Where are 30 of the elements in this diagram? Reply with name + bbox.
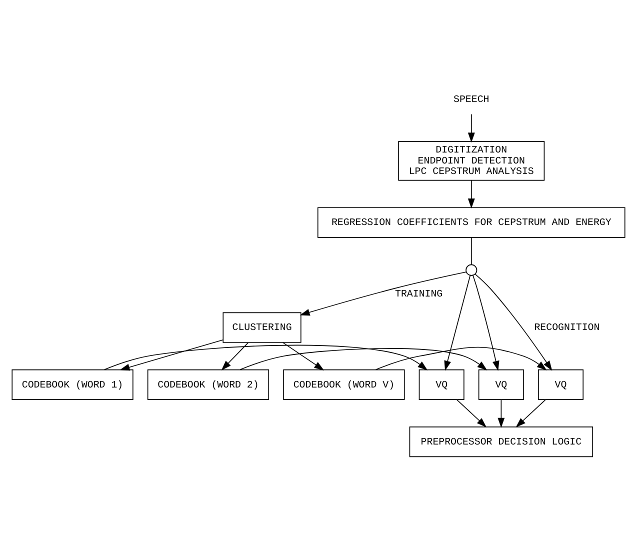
arrow <box>468 179 475 208</box>
arrow <box>300 271 466 316</box>
node-box: VQ <box>418 368 464 400</box>
arrow <box>240 348 488 370</box>
node-switch <box>466 264 478 276</box>
node-box: CODEBOOK (WORD V) <box>283 368 405 400</box>
node-box: CODEBOOK (WORD 2) <box>147 368 270 400</box>
arrow <box>282 342 324 370</box>
arrow <box>104 344 428 370</box>
node-box: CODEBOOK (WORD 1) <box>12 368 134 400</box>
edge-label: TRAINING <box>395 288 443 300</box>
arrow <box>474 273 552 370</box>
connector <box>470 236 472 265</box>
node-box: CLUSTERING <box>222 312 302 342</box>
node-box: PREPROCESSOR DECISION LOGIC <box>409 426 594 457</box>
node-box: REGRESSION COEFFICIENTS FOR CEPSTRUM AND ENERGY <box>317 206 626 238</box>
node-box: VQ <box>538 368 584 400</box>
node-box: DIGITIZATION ENDPOINT DETECTION LPC CEPSTRUM ANALYSIS <box>398 140 545 180</box>
arrow <box>498 398 505 428</box>
arrow <box>472 274 500 370</box>
edge-label: RECOGNITION <box>534 322 600 333</box>
arrow <box>516 398 546 427</box>
arrow <box>221 342 249 370</box>
node-box: VQ <box>478 368 524 400</box>
arrow <box>456 398 487 427</box>
arrow <box>444 274 471 370</box>
arrow <box>375 346 547 370</box>
arrow <box>120 338 224 370</box>
arrow <box>468 113 475 142</box>
node-text: SPEECH <box>454 93 490 104</box>
